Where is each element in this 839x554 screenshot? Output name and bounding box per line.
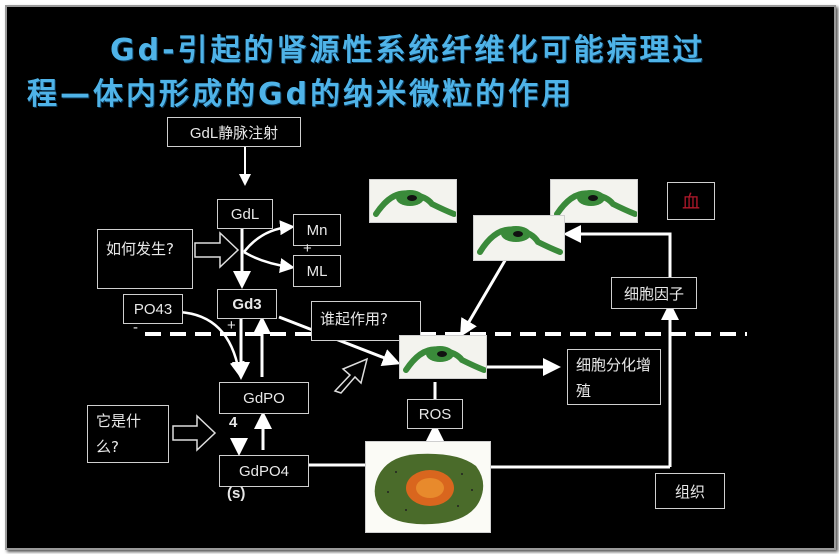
node-gdpo4: GdPO4: [219, 455, 309, 487]
node-cytokine: 细胞因子: [611, 277, 697, 309]
tissue-image: [365, 441, 491, 533]
node-gdl: GdL: [217, 199, 273, 229]
node-ros: ROS: [407, 399, 463, 429]
node-gdl-iv: GdL静脉注射: [167, 117, 301, 147]
question-who: 谁起作用?: [311, 301, 421, 341]
subscript-4: 4: [229, 414, 238, 431]
hollow-arrow-how: [194, 231, 240, 269]
hollow-arrow-what: [172, 414, 217, 452]
title-line-1: Gd-引起的肾源性系统纤维化可能病理过: [110, 33, 706, 68]
curve-to-mn: [243, 220, 295, 253]
question-how: 如何发生?: [97, 229, 193, 289]
plus-sign-2: +: [227, 317, 236, 334]
arrow-uppercell-to-cell: [459, 256, 509, 338]
node-diff: 细胞分化增殖: [567, 349, 661, 405]
node-gd3: Gd3: [217, 289, 277, 319]
slide: Gd-引起的肾源性系统纤维化可能病理过 程—体内形成的Gd的纳米微粒的作用: [5, 5, 836, 550]
node-ml: ML: [293, 255, 341, 287]
solid-label: (s): [227, 485, 246, 502]
curve-po43: [178, 310, 245, 377]
question-whatis: 它是什么?: [87, 405, 169, 463]
node-po43: PO43: [123, 294, 183, 324]
diagram-arrows: [145, 147, 747, 469]
node-gdpo: GdPO: [219, 382, 309, 414]
cell-image-1: [369, 179, 457, 223]
curve-to-ml: [243, 250, 295, 274]
node-blood: 血: [667, 182, 715, 220]
arrow-cytokine-to-cell: [563, 225, 672, 277]
node-tissue: 组织: [655, 473, 725, 509]
node-mn: Mn: [293, 214, 341, 246]
hollow-arrow-who: [333, 357, 369, 394]
plus-sign-1: +: [303, 240, 312, 257]
minus-sign: -: [133, 319, 138, 336]
cell-image-center: [399, 335, 487, 379]
title-line-2: 程—体内形成的Gd的纳米微粒的作用: [27, 77, 575, 112]
cell-image-3: [473, 215, 565, 261]
